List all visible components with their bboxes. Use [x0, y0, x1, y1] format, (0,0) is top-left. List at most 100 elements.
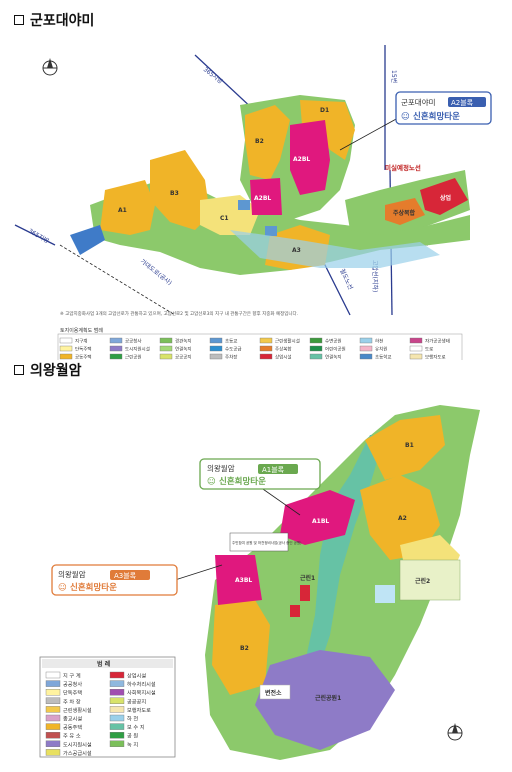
legend-label: 공공청사	[63, 680, 82, 688]
legend-label: 주상복합	[275, 346, 292, 353]
svg-text:365지방: 365지방	[27, 227, 51, 245]
legend-label: 상업시설	[127, 672, 146, 680]
legend-label: 근린생활시설	[275, 338, 300, 345]
legend-label: 녹 지	[127, 740, 138, 748]
legend-label: 도로	[425, 347, 433, 353]
legend-label: 도시지원시설	[125, 346, 150, 353]
svg-text:365지방: 365지방	[202, 65, 225, 85]
legend-swatch	[45, 740, 61, 747]
legend-swatch	[109, 353, 123, 360]
svg-text:A1BL: A1BL	[312, 518, 329, 525]
legend-label: 공동주택	[63, 724, 82, 731]
legend-swatch	[45, 749, 61, 756]
legend-swatch	[209, 337, 223, 344]
parcel-b3	[150, 150, 210, 230]
legend-swatch	[109, 697, 125, 704]
svg-text:15번: 15번	[390, 70, 398, 83]
parcel-b2	[212, 600, 270, 695]
svg-text:A2블록: A2블록	[451, 98, 474, 107]
svg-text:의왕월암: 의왕월암	[207, 463, 235, 473]
legend-swatch	[109, 740, 125, 747]
svg-text:A2BL: A2BL	[254, 195, 271, 202]
parcel-commercial	[420, 178, 468, 215]
land-parcels	[70, 95, 470, 275]
legend-swatch	[109, 723, 125, 730]
svg-text:B1: B1	[405, 442, 414, 449]
checkbox-icon	[14, 15, 24, 25]
svg-text:A3: A3	[292, 247, 301, 254]
parcel-d1	[300, 100, 355, 160]
svg-text:의왕월암: 의왕월암	[58, 569, 86, 579]
parcel-mixed	[385, 198, 425, 225]
legend-swatch	[159, 345, 173, 352]
legend-label: 도시지원시설	[63, 740, 92, 748]
svg-text:A1블록: A1블록	[262, 465, 285, 474]
legend-label: 단독주택	[75, 346, 92, 353]
legend-label: 초등교	[225, 339, 237, 345]
legend-swatch	[59, 337, 73, 344]
legend-label: 주차장	[225, 354, 237, 361]
legend-swatch	[409, 345, 423, 352]
legend-swatch	[309, 345, 323, 352]
legend-label: 지 구 계	[63, 672, 81, 680]
svg-text:☺: ☺	[58, 583, 67, 593]
uiwang-land-use-map: A1BL A3BL A2 B1 B2 근린공원1 변전소 근린1 근린2 주민참…	[39, 405, 480, 760]
legend-label: 주 유 소	[63, 733, 81, 740]
legend-swatch	[109, 714, 125, 722]
legend-swatch	[409, 353, 423, 360]
legend-swatch	[45, 689, 61, 696]
legend-label: 초등학교	[375, 354, 392, 361]
legend-swatch	[109, 671, 125, 679]
legend-label: 어린이공원	[325, 346, 346, 353]
legend-swatch	[209, 353, 223, 360]
legend-label: 하 천	[127, 715, 138, 723]
legend-label: 보행자도로	[127, 706, 151, 714]
svg-text:B3: B3	[170, 190, 179, 197]
legend-label: 하수처리시설	[127, 680, 156, 688]
legend-swatch	[109, 337, 123, 344]
svg-text:신혼희망타운: 신혼희망타운	[219, 476, 266, 487]
legend-label: 수변공원	[325, 338, 342, 345]
legend-label: 사회복지시설	[127, 689, 156, 697]
svg-text:상업: 상업	[440, 194, 451, 202]
svg-text:D1: D1	[320, 107, 329, 114]
parcel-a2bl-1	[290, 120, 330, 195]
svg-text:고압선(지하): 고압선(지하)	[371, 260, 379, 292]
legend-label: 경관녹지	[175, 338, 192, 345]
legend-label: 자가공공생태	[425, 338, 450, 345]
callout-uiwang-a3: 의왕월암 A3블록 ☺ 신혼희망타운	[51, 564, 178, 596]
legend-label: 근린생활시설	[63, 706, 92, 714]
legend-label: 하천	[375, 338, 383, 345]
legend-swatch	[45, 697, 61, 704]
legend-swatch	[159, 353, 173, 360]
legend-swatch	[359, 337, 373, 344]
legend-swatch	[409, 337, 423, 344]
legend-swatch	[359, 353, 373, 360]
legend-label: 유치원	[375, 346, 387, 353]
svg-text:군포대야미: 군포대야미	[401, 97, 436, 107]
legend-swatch	[45, 706, 61, 713]
svg-text:A2: A2	[398, 515, 407, 522]
legend-swatch	[259, 337, 273, 344]
legend-label: 보 수 지	[127, 723, 145, 731]
checkbox-icon	[14, 365, 24, 375]
legend-swatch	[45, 680, 61, 687]
svg-text:주민참여 공원 및 하천정비사업(공사 중인 공원): 주민참여 공원 및 하천정비사업(공사 중인 공원)	[232, 540, 302, 545]
legend-swatch	[109, 732, 125, 739]
svg-text:철도노선: 철도노선	[338, 267, 355, 290]
section-title-gunpo: 군포대야미	[14, 10, 94, 30]
legend-swatch	[309, 337, 323, 344]
legend-label: 근린공원	[125, 354, 142, 361]
legend-label: 공공공지	[175, 354, 192, 361]
svg-text:근린1: 근린1	[300, 574, 315, 582]
legend-swatch	[45, 723, 61, 730]
svg-text:B2: B2	[240, 645, 249, 652]
section-title-uiwang: 의왕월암	[14, 360, 82, 380]
callout-uiwang-a1: 의왕월암 A1블록 ☺ 신혼희망타운	[199, 458, 321, 490]
legend-swatch	[45, 714, 61, 722]
legend-swatch	[159, 337, 173, 344]
svg-text:미실예정노선: 미실예정노선	[385, 163, 421, 172]
legend-label: 공 원	[127, 732, 138, 740]
